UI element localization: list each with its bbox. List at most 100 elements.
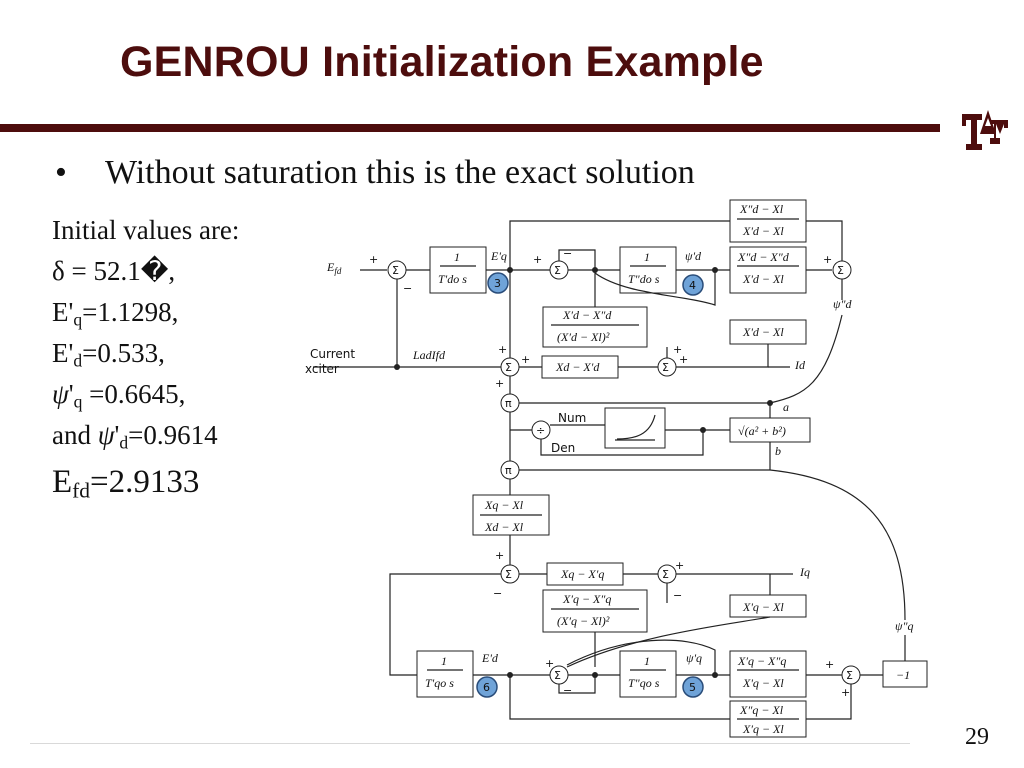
bullet-text: Without saturation this is the exact sol… xyxy=(105,154,695,191)
svg-text:X′q − X″q: X′q − X″q xyxy=(737,654,786,668)
svg-text:−: − xyxy=(493,587,502,600)
svg-text:÷: ÷ xyxy=(536,424,545,437)
svg-text:T'do s: T'do s xyxy=(438,272,467,286)
efd-input-label: Efd xyxy=(326,260,342,276)
svg-text:T"do s: T"do s xyxy=(628,272,660,286)
svg-text:4: 4 xyxy=(689,279,696,292)
svg-text:−: − xyxy=(403,282,412,295)
svg-text:+: + xyxy=(369,253,378,266)
svg-text:Σ: Σ xyxy=(662,568,669,581)
ladifd-label: LadIfd xyxy=(412,348,446,362)
initial-values-list: Initial values are: δ = 52.1�, E'q=1.129… xyxy=(52,210,239,503)
block-tqo xyxy=(416,650,474,698)
block-xdp-xl xyxy=(729,319,807,345)
delta-line: δ = 52.1�, xyxy=(52,256,176,286)
svg-text:T"qo s: T"qo s xyxy=(628,676,660,690)
block-psiq-ratio xyxy=(729,650,807,698)
slide-title: GENROU Initialization Example xyxy=(120,38,764,86)
page-number: 29 xyxy=(965,724,989,750)
block-tdo2 xyxy=(619,246,677,294)
svg-text:1: 1 xyxy=(644,654,650,668)
svg-text:√(a² + b²): √(a² + b²) xyxy=(738,424,786,438)
svg-text:X″q − Xl: X″q − Xl xyxy=(739,703,784,717)
bullet-dot: • xyxy=(55,154,67,191)
svg-text:−: − xyxy=(563,247,572,260)
svg-text:+: + xyxy=(495,549,504,562)
ed-line: E'd=0.533, xyxy=(52,338,165,371)
title-rule xyxy=(0,124,940,132)
svg-text:X'd − Xl: X'd − Xl xyxy=(742,272,784,286)
svg-text:−1: −1 xyxy=(896,668,910,682)
psid-line: and ψ'd=0.9614 xyxy=(52,420,218,453)
footer-line xyxy=(30,743,910,744)
block-psid-ratio xyxy=(729,246,807,294)
psiq-line: ψ'q =0.6645, xyxy=(52,379,186,412)
svg-text:Xq − Xl: Xq − Xl xyxy=(484,498,524,512)
svg-text:−: − xyxy=(673,589,682,602)
svg-text:1: 1 xyxy=(644,250,650,264)
svg-text:+: + xyxy=(673,343,682,356)
efd-line: Efd=2.9133 xyxy=(52,464,200,503)
svg-text:5: 5 xyxy=(689,681,696,694)
svg-text:Xd − X'd: Xd − X'd xyxy=(555,360,600,374)
intro-line: Initial values are: xyxy=(52,215,240,245)
texas-am-logo-icon xyxy=(962,110,1008,150)
block-tqo2 xyxy=(619,650,677,698)
b-label: b xyxy=(775,444,781,458)
svg-text:3: 3 xyxy=(494,277,501,290)
current-label: Current xyxy=(310,347,355,361)
svg-text:T'qo s: T'qo s xyxy=(425,676,454,690)
id-label: Id xyxy=(794,358,806,372)
svg-text:X″d − Xl: X″d − Xl xyxy=(739,202,784,216)
eq-line: E'q=1.1298, xyxy=(52,297,179,330)
svg-text:X'q − Xl: X'q − Xl xyxy=(742,676,784,690)
iq-label: Iq xyxy=(799,565,810,579)
num-label: Num xyxy=(558,411,586,425)
svg-text:+: + xyxy=(679,353,688,366)
a-label: a xyxy=(783,400,789,414)
svg-text:X′q − X″q: X′q − X″q xyxy=(562,592,611,606)
psid-prime-label: ψ'd xyxy=(685,249,702,263)
den-label: Den xyxy=(551,441,575,455)
block-q-feedback xyxy=(542,589,648,633)
exciter-label: xciter xyxy=(305,362,339,376)
svg-text:+: + xyxy=(545,657,554,670)
ed-prime-label: E'd xyxy=(481,651,499,665)
svg-text:Xd − Xl: Xd − Xl xyxy=(484,520,524,534)
svg-text:1: 1 xyxy=(454,250,460,264)
svg-text:Σ: Σ xyxy=(662,361,669,374)
svg-text:X'q − Xl: X'q − Xl xyxy=(742,600,784,614)
svg-text:+: + xyxy=(498,343,507,356)
svg-text:X'd − Xl: X'd − Xl xyxy=(742,325,784,339)
svg-text:π: π xyxy=(505,464,512,477)
svg-text:X′d − X″d: X′d − X″d xyxy=(562,308,612,322)
psiq-prime-label: ψ'q xyxy=(686,651,702,665)
svg-text:Σ: Σ xyxy=(505,568,512,581)
psiq-dd-label: ψ"q xyxy=(895,619,914,633)
svg-text:Σ: Σ xyxy=(392,264,399,277)
svg-text:π: π xyxy=(505,397,512,410)
psid-dd-label: ψ"d xyxy=(833,297,852,311)
badge-5 xyxy=(682,676,704,698)
svg-text:Xq − X'q: Xq − X'q xyxy=(560,567,604,581)
svg-text:X'd − Xl: X'd − Xl xyxy=(742,224,784,238)
svg-text:+: + xyxy=(841,686,850,699)
svg-text:X″d − X″d: X″d − X″d xyxy=(737,250,790,264)
badge-4 xyxy=(682,274,704,296)
block-tdo xyxy=(429,246,487,294)
svg-text:Σ: Σ xyxy=(554,669,561,682)
svg-text:Σ: Σ xyxy=(505,361,512,374)
eq-prime-label: E'q xyxy=(490,249,507,263)
svg-text:Σ: Σ xyxy=(837,264,844,277)
svg-text:X′q − Xl: X′q − Xl xyxy=(742,722,784,736)
svg-text:(X′d − Xl)²: (X′d − Xl)² xyxy=(557,330,610,344)
svg-text:Σ: Σ xyxy=(554,264,561,277)
svg-text:+: + xyxy=(825,658,834,671)
svg-text:+: + xyxy=(521,353,530,366)
svg-text:+: + xyxy=(533,253,542,266)
svg-text:+: + xyxy=(823,253,832,266)
svg-text:1: 1 xyxy=(441,654,447,668)
svg-text:(X′q − Xl)²: (X′q − Xl)² xyxy=(557,614,610,628)
svg-text:+: + xyxy=(675,559,684,572)
svg-text:−: − xyxy=(563,684,572,697)
